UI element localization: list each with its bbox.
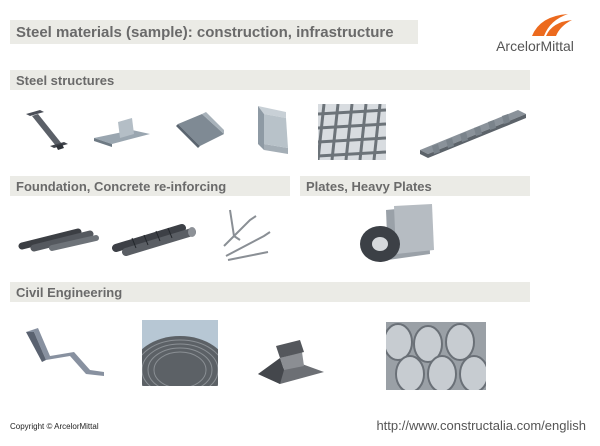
section-label: Foundation, Concrete re-inforcing (16, 178, 227, 194)
section-label: Civil Engineering (16, 284, 123, 300)
page-title-text: Steel materials (sample): construction, … (16, 23, 394, 41)
section-label: Plates, Heavy Plates (306, 178, 432, 194)
wire-rod-coil-image (142, 320, 218, 386)
castellated-beam-image (420, 110, 526, 158)
footer-url-link[interactable]: http://www.constructalia.com/english (376, 418, 586, 433)
section-header-foundation: Foundation, Concrete re-inforcing (10, 176, 290, 196)
t-section-image (94, 118, 150, 147)
angle-section-image (176, 112, 224, 148)
section-header-steel-structures: Steel structures (10, 70, 530, 90)
i-beam-image (26, 110, 68, 150)
steel-wires-image (223, 209, 271, 261)
sheet-piling-image (26, 328, 104, 376)
rebar-bundle-image (112, 224, 196, 256)
steel-tubes-image (386, 322, 486, 390)
rail-section-image (258, 340, 324, 384)
channel-section-image (258, 106, 288, 154)
section-header-civil-engineering: Civil Engineering (10, 282, 530, 302)
arcelormittal-swoosh-icon (532, 14, 572, 36)
steel-grating-image (318, 104, 386, 160)
section-header-plates: Plates, Heavy Plates (300, 176, 530, 196)
heavy-plate-coil-image (360, 204, 434, 262)
page-title: Steel materials (sample): construction, … (10, 20, 418, 44)
copyright-notice: Copyright © ArcelorMittal (10, 422, 99, 431)
arcelormittal-logo: ArcelorMittal (480, 10, 590, 62)
brand-name: ArcelorMittal (496, 38, 574, 54)
section-label: Steel structures (16, 72, 115, 88)
round-bars-image (18, 228, 99, 252)
